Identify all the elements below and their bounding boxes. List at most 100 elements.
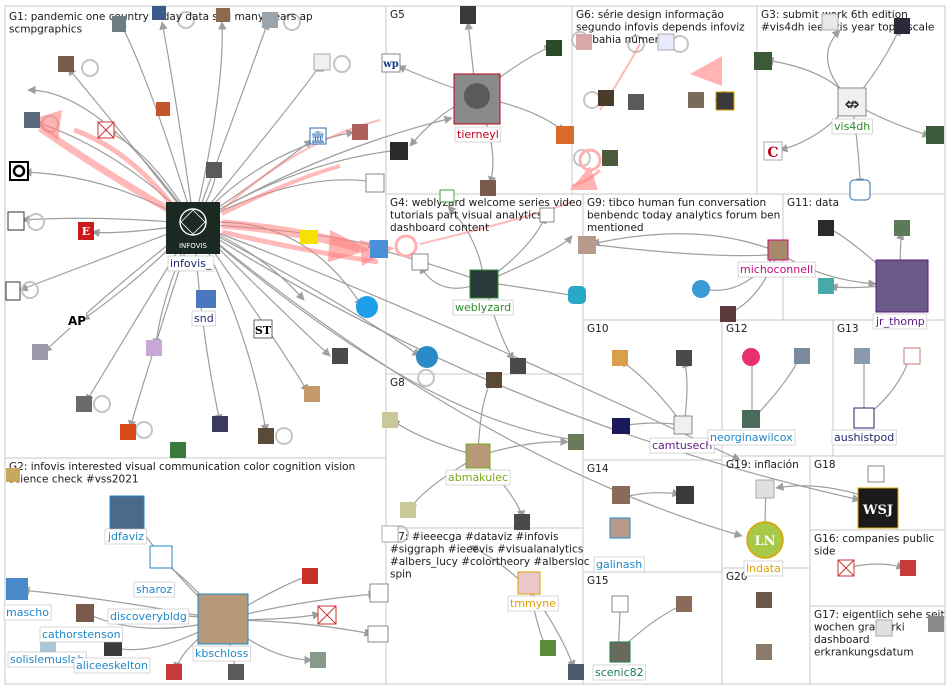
- avatar[interactable]: [794, 348, 810, 364]
- avatar[interactable]: [24, 112, 40, 128]
- avatar[interactable]: [657, 33, 675, 51]
- avatar[interactable]: [742, 348, 760, 366]
- avatar[interactable]: [598, 90, 614, 106]
- avatar[interactable]: [755, 479, 775, 499]
- node-label-lndata[interactable]: lndata: [743, 560, 784, 577]
- avatar[interactable]: [58, 56, 74, 72]
- avatar[interactable]: [903, 347, 921, 365]
- avatar[interactable]: [112, 16, 126, 32]
- avatar[interactable]: [480, 180, 496, 196]
- wp-logo-dark[interactable]: [390, 142, 408, 160]
- avatar[interactable]: [894, 220, 910, 236]
- node-aushistpod[interactable]: [853, 407, 875, 429]
- node-vis4dh[interactable]: [837, 87, 867, 117]
- avatar[interactable]: [514, 514, 530, 530]
- avatar[interactable]: [692, 280, 710, 298]
- avatar[interactable]: [5, 281, 21, 301]
- node-label-infovis[interactable]: infovis_: [167, 255, 215, 272]
- avatar[interactable]: [602, 150, 618, 166]
- avatar[interactable]: [818, 220, 834, 236]
- avatar[interactable]: [258, 428, 274, 444]
- node-mascho[interactable]: [6, 578, 28, 600]
- avatar[interactable]: [369, 583, 389, 603]
- avatar[interactable]: [486, 372, 502, 388]
- avatar[interactable]: [568, 286, 586, 304]
- node-kbschloss[interactable]: [197, 593, 249, 645]
- avatar[interactable]: [206, 162, 222, 178]
- avatar[interactable]: [367, 625, 389, 643]
- st-logo[interactable]: [253, 319, 273, 339]
- node-label-jr_thomp[interactable]: jr_thomp: [872, 313, 928, 330]
- node-label-aliceeskelton[interactable]: aliceeskelton: [73, 657, 151, 674]
- avatar[interactable]: [715, 91, 735, 111]
- avatar[interactable]: [754, 52, 772, 70]
- avatar[interactable]: [356, 296, 378, 318]
- avatar[interactable]: [540, 640, 556, 656]
- avatar[interactable]: [216, 8, 230, 22]
- node-label-mascho[interactable]: mascho: [3, 604, 52, 621]
- avatar[interactable]: [411, 253, 429, 271]
- node-label-tmmyne[interactable]: tmmyne: [507, 595, 559, 612]
- avatar[interactable]: [166, 664, 182, 680]
- node-abmakulec[interactable]: [465, 443, 491, 469]
- avatar[interactable]: [310, 652, 326, 668]
- avatar[interactable]: [76, 604, 94, 622]
- node-sharoz[interactable]: [149, 545, 173, 569]
- wp-logo[interactable]: [381, 53, 401, 73]
- avatar[interactable]: [578, 236, 596, 254]
- avatar[interactable]: [821, 13, 839, 31]
- node-wsj[interactable]: [857, 487, 899, 529]
- avatar[interactable]: [612, 486, 630, 504]
- node-camtusech[interactable]: [673, 415, 693, 435]
- avatar[interactable]: [611, 595, 629, 613]
- avatar[interactable]: [228, 664, 244, 680]
- avatar[interactable]: [381, 525, 399, 543]
- node-label-snd[interactable]: snd: [191, 310, 216, 327]
- avatar[interactable]: [302, 568, 318, 584]
- node-label-galinash[interactable]: galinash: [593, 556, 645, 573]
- node-jr_thomp[interactable]: [875, 259, 929, 313]
- avatar[interactable]: [676, 486, 694, 504]
- node-label-discoverybldg[interactable]: discoverybldg: [107, 608, 190, 625]
- avatar[interactable]: [416, 346, 438, 368]
- c-logo[interactable]: [763, 141, 783, 161]
- node-label-sharoz[interactable]: sharoz: [133, 581, 175, 598]
- avatar[interactable]: [756, 592, 772, 608]
- avatar[interactable]: [894, 18, 910, 34]
- avatar[interactable]: [32, 344, 48, 360]
- avatar[interactable]: [370, 240, 388, 258]
- avatar[interactable]: [539, 207, 555, 223]
- avatar[interactable]: [400, 502, 416, 518]
- e-logo[interactable]: [78, 222, 94, 240]
- node-label-weblyzard[interactable]: weblyzard: [452, 299, 514, 316]
- node-label-vis4dh[interactable]: vis4dh: [831, 118, 873, 135]
- avatar[interactable]: [568, 434, 584, 450]
- node-weblyzard[interactable]: [469, 269, 499, 299]
- avatar[interactable]: [818, 278, 834, 294]
- avatar[interactable]: [7, 211, 25, 231]
- node-label-camtusech[interactable]: camtusech: [649, 437, 715, 454]
- avatar[interactable]: [352, 124, 368, 140]
- avatar[interactable]: [460, 6, 476, 24]
- avatar[interactable]: [332, 348, 348, 364]
- avatar[interactable]: [854, 348, 870, 364]
- institution-icon[interactable]: [309, 127, 327, 145]
- avatar[interactable]: [720, 306, 736, 322]
- node-scenic82[interactable]: [609, 641, 631, 663]
- node-neorginawilcox[interactable]: [742, 410, 760, 428]
- node-label-solislemuslab[interactable]: solislemuslab: [7, 651, 87, 668]
- avatar[interactable]: [568, 664, 584, 680]
- avatar[interactable]: [849, 179, 871, 201]
- avatar[interactable]: [300, 230, 318, 244]
- node-galinash[interactable]: [609, 517, 631, 539]
- node-label-neorginawilcox[interactable]: neorginawilcox: [707, 429, 796, 446]
- node-jdfaviz[interactable]: [109, 495, 145, 531]
- avatar[interactable]: [576, 34, 592, 50]
- avatar[interactable]: [76, 396, 92, 412]
- node-label-cathorstenson[interactable]: cathorstenson: [39, 626, 123, 643]
- avatar[interactable]: [104, 638, 122, 656]
- avatar[interactable]: [556, 126, 574, 144]
- avatar[interactable]: [382, 412, 398, 428]
- avatar[interactable]: [304, 386, 320, 402]
- node-infovis[interactable]: INFOVIS: [166, 202, 220, 254]
